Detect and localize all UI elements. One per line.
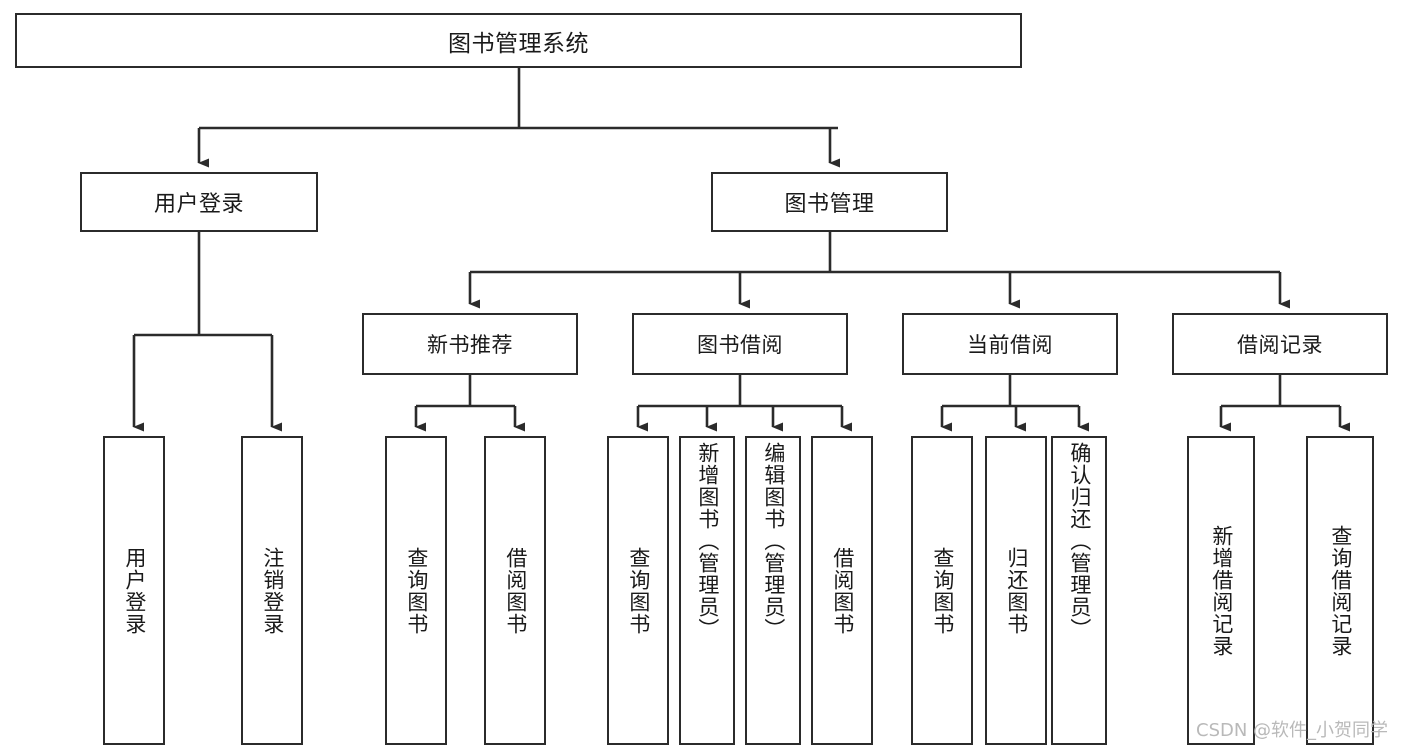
node-leaf-add-book-admin[interactable]: 新增图书（管理员） <box>679 436 735 745</box>
node-leaf-add-borrow-record[interactable]: 新增借阅记录 <box>1187 436 1255 745</box>
node-leaf-query-book-borrow[interactable]: 查询图书 <box>607 436 669 745</box>
csdn-watermark: CSDN @软件_小贺同学 <box>1196 720 1389 741</box>
node-leaf-query-book-recommend[interactable]: 查询图书 <box>385 436 447 745</box>
node-leaf-borrow-book-borrow[interactable]: 借阅图书 <box>811 436 873 745</box>
node-leaf-query-book-current[interactable]: 查询图书 <box>911 436 973 745</box>
node-new-book-recommend[interactable]: 新书推荐 <box>362 313 578 375</box>
node-current-borrow[interactable]: 当前借阅 <box>902 313 1118 375</box>
node-leaf-edit-book-admin[interactable]: 编辑图书（管理员） <box>745 436 801 745</box>
node-book-borrow[interactable]: 图书借阅 <box>632 313 848 375</box>
node-root-system[interactable]: 图书管理系统 <box>15 13 1022 68</box>
node-leaf-logout-login[interactable]: 注销登录 <box>241 436 303 745</box>
node-borrow-record[interactable]: 借阅记录 <box>1172 313 1388 375</box>
node-user-login[interactable]: 用户登录 <box>80 172 318 232</box>
node-leaf-confirm-return-admin[interactable]: 确认归还（管理员） <box>1051 436 1107 745</box>
node-leaf-query-borrow-record[interactable]: 查询借阅记录 <box>1306 436 1374 745</box>
node-leaf-return-book[interactable]: 归还图书 <box>985 436 1047 745</box>
node-leaf-borrow-book-recommend[interactable]: 借阅图书 <box>484 436 546 745</box>
node-book-management[interactable]: 图书管理 <box>711 172 948 232</box>
node-leaf-user-login[interactable]: 用户登录 <box>103 436 165 745</box>
